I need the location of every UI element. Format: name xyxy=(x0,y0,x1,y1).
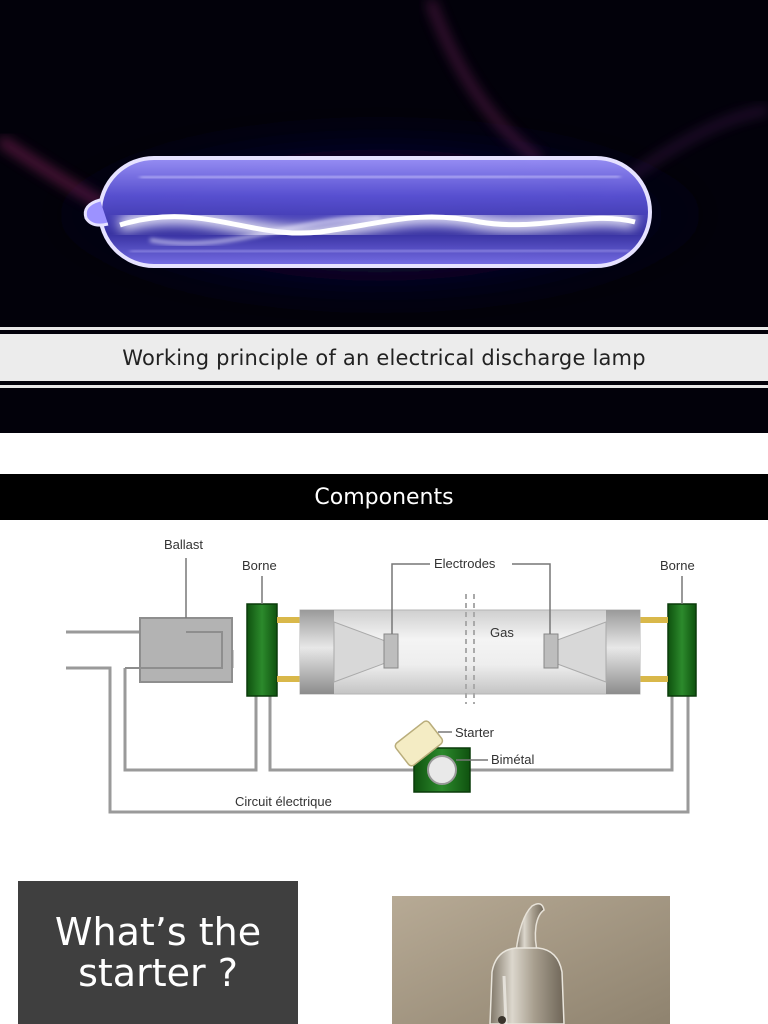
lamp-circuit-diagram: Ballast Borne Electrodes Borne Gas Start… xyxy=(66,537,697,814)
components-title: Components xyxy=(314,484,454,510)
title-band-rule-top xyxy=(0,327,768,330)
title-band: Working principle of an electrical disch… xyxy=(0,334,768,381)
ballast xyxy=(125,558,233,683)
borne-right-label: Borne xyxy=(660,558,695,573)
bimetal-label: Bimétal xyxy=(491,752,534,767)
fluorescent-tube xyxy=(299,594,641,704)
starter xyxy=(394,720,488,793)
electrodes-label: Electrodes xyxy=(434,556,496,571)
circuit-label: Circuit électrique xyxy=(235,794,332,809)
gas-label: Gas xyxy=(490,625,514,640)
electrodes-leader-right xyxy=(512,563,551,634)
ballast-label: Ballast xyxy=(164,537,203,552)
borne-left-label: Borne xyxy=(242,558,277,573)
discharge-lamp-slide: Working principle of an electrical disch… xyxy=(0,0,768,433)
components-header: Components xyxy=(0,474,768,520)
left-terminal xyxy=(246,603,278,697)
slide-title: Working principle of an electrical disch… xyxy=(122,345,646,370)
starter-label: Starter xyxy=(455,725,495,740)
right-terminal xyxy=(667,603,697,697)
electrodes-leader xyxy=(391,563,430,634)
starter-question-box: What’s the starter ? xyxy=(18,881,298,1024)
title-band-rule-bottom xyxy=(0,385,768,388)
contact-pins xyxy=(277,617,668,682)
starter-bulb-photo xyxy=(392,896,670,1024)
starter-question: What’s the starter ? xyxy=(54,909,262,995)
